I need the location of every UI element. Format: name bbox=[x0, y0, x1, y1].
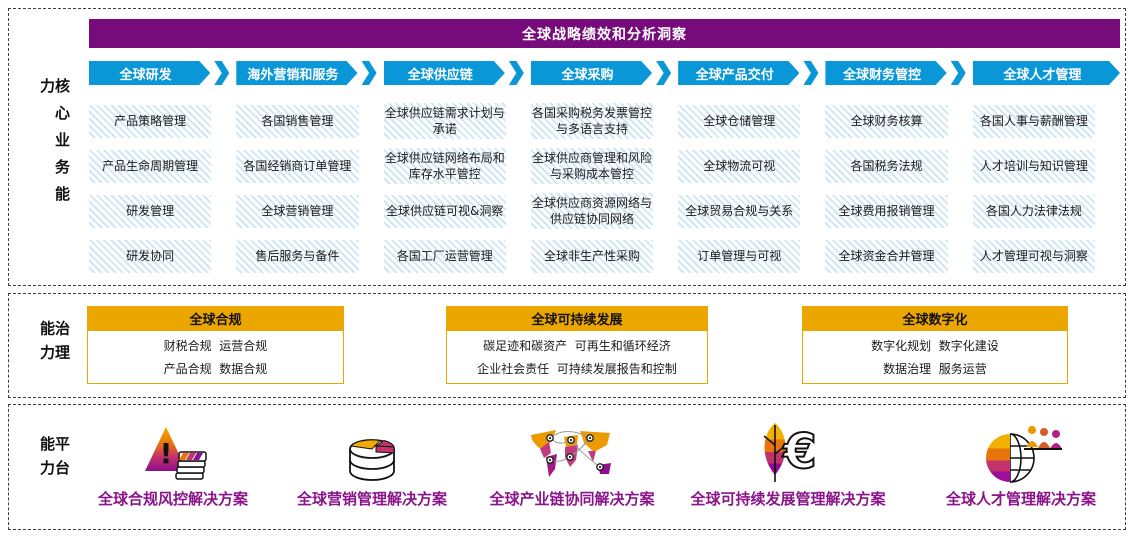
capability-cell: 全球供应商资源网络与供应链协同网络 bbox=[530, 192, 654, 230]
arrow-banner: 全球产品交付 bbox=[678, 61, 799, 85]
capability-cell: 全球资金合并管理 bbox=[825, 239, 948, 273]
governance-section: 治理能力 全球合规 财税合规 运营合规 产品合规 数据合规 全球可持续发展 碳足… bbox=[8, 293, 1126, 398]
solution-label: 全球营销管理解决方案 bbox=[296, 490, 447, 508]
governance-box-compliance: 全球合规 财税合规 运营合规 产品合规 数据合规 bbox=[87, 306, 344, 384]
capability-cell: 全球营销管理 bbox=[236, 194, 359, 228]
solution-item: € 全球可持续发展管理解决方案 bbox=[673, 417, 903, 509]
capability-cell: 售后服务与备件 bbox=[236, 239, 359, 273]
capability-cell: 全球财务核算 bbox=[825, 104, 948, 138]
arrow-banner: 全球人才管理 bbox=[973, 61, 1120, 85]
core-section-label: 核心业务能力 bbox=[38, 78, 71, 213]
governance-box-title: 全球可持续发展 bbox=[446, 306, 708, 331]
capability-cell: 全球供应链需求计划与承诺 bbox=[383, 102, 506, 140]
capability-cell: 全球物流可视 bbox=[678, 149, 801, 183]
chevron-right-icon bbox=[361, 61, 377, 85]
governance-row: 产品合规 数据合规 bbox=[163, 362, 268, 376]
solution-item: 全球人才管理解决方案 bbox=[906, 417, 1134, 509]
column-header: 全球供应链 bbox=[384, 61, 531, 85]
arrow-banner: 全球财务管控 bbox=[825, 61, 946, 85]
capability-cell: 各国税务法规 bbox=[825, 149, 948, 183]
governance-box-title: 全球合规 bbox=[87, 306, 344, 331]
core-capabilities-section: 核心业务能力 全球战略绩效和分析洞察 全球研发 海外营销和服务 全球供应链 全球… bbox=[8, 8, 1126, 286]
governance-row: 财税合规 运营合规 bbox=[163, 339, 268, 353]
capability-cell: 各国采购税务发票管控与多语言支持 bbox=[530, 102, 654, 140]
column-header: 全球产品交付 bbox=[678, 61, 825, 85]
chevron-right-icon bbox=[803, 61, 819, 85]
capability-cell: 全球供应商管理和风险与采购成本管控 bbox=[530, 147, 654, 185]
arrow-banner: 全球采购 bbox=[531, 61, 652, 85]
risk-pyramid-cash-icon: ! bbox=[58, 417, 288, 485]
chevron-right-icon bbox=[214, 61, 230, 85]
arrow-banner: 全球供应链 bbox=[384, 61, 505, 85]
solution-label: 全球人才管理解决方案 bbox=[945, 490, 1096, 508]
solution-item: 全球产业链协同解决方案 bbox=[457, 417, 687, 509]
solution-item: 全球营销管理解决方案 bbox=[257, 417, 487, 509]
column-header: 海外营销和服务 bbox=[236, 61, 383, 85]
svg-text:!: ! bbox=[160, 437, 173, 470]
capability-cell: 研发协同 bbox=[89, 239, 212, 273]
governance-row: 数据治理 服务运营 bbox=[883, 362, 987, 376]
leaf-euro-icon: € bbox=[673, 417, 903, 485]
platform-section: 平台能力 ! bbox=[8, 404, 1126, 530]
governance-row: 企业社会责任 可持续发展报告和控制 bbox=[477, 362, 677, 376]
governance-row: 数字化规划 数字化建设 bbox=[871, 339, 999, 353]
governance-box-digitalization: 全球数字化 数字化规划 数字化建设 数据治理 服务运营 bbox=[802, 306, 1068, 384]
svg-text:€: € bbox=[782, 424, 816, 480]
chevron-right-icon bbox=[950, 61, 966, 85]
chevron-right-icon bbox=[508, 61, 524, 85]
governance-box-sustainability: 全球可持续发展 碳足迹和碳资产 可再生和循环经济 企业社会责任 可持续发展报告和… bbox=[446, 306, 708, 384]
capability-cell: 全球贸易合规与关系 bbox=[678, 194, 801, 228]
column-header: 全球人才管理 bbox=[973, 61, 1120, 85]
chevron-right-icon bbox=[656, 61, 672, 85]
capability-cell: 人才管理可视与洞察 bbox=[972, 239, 1095, 273]
platform-section-label: 平台能力 bbox=[38, 436, 71, 484]
solution-label: 全球产业链协同解决方案 bbox=[489, 490, 655, 508]
pie-database-icon bbox=[257, 417, 487, 485]
strategy-banner: 全球战略绩效和分析洞察 bbox=[89, 19, 1120, 48]
governance-row: 碳足迹和碳资产 可再生和循环经济 bbox=[483, 339, 671, 353]
governance-box-title: 全球数字化 bbox=[802, 306, 1068, 331]
column-header: 全球研发 bbox=[89, 61, 236, 85]
world-map-network-icon bbox=[457, 417, 687, 485]
capability-grid: 产品策略管理 各国销售管理 全球供应链需求计划与承诺 各国采购税务发票管控与多语… bbox=[89, 100, 1120, 277]
capability-cell: 全球供应链可视&洞察 bbox=[383, 194, 506, 228]
column-header: 全球财务管控 bbox=[825, 61, 972, 85]
solution-label: 全球可持续发展管理解决方案 bbox=[690, 490, 886, 508]
capability-cell: 订单管理与可视 bbox=[678, 239, 801, 273]
capability-cell: 各国人事与薪酬管理 bbox=[972, 104, 1095, 138]
core-content: 全球战略绩效和分析洞察 全球研发 海外营销和服务 全球供应链 全球采购 全球产品… bbox=[89, 9, 1120, 277]
capability-cell: 全球仓储管理 bbox=[678, 104, 801, 138]
arrow-banner: 全球研发 bbox=[89, 61, 210, 85]
capability-cell: 各国销售管理 bbox=[236, 104, 359, 138]
capability-cell: 产品生命周期管理 bbox=[89, 149, 212, 183]
globe-people-icon bbox=[906, 417, 1134, 485]
capability-cell: 各国经销商订单管理 bbox=[236, 149, 359, 183]
capability-cell: 全球费用报销管理 bbox=[825, 194, 948, 228]
capability-cell: 研发管理 bbox=[89, 194, 212, 228]
capability-cell: 产品策略管理 bbox=[89, 104, 212, 138]
capability-cell: 全球供应链网络布局和库存水平管控 bbox=[383, 147, 506, 185]
capability-cell: 各国人力法律法规 bbox=[972, 194, 1095, 228]
column-header-arrows: 全球研发 海外营销和服务 全球供应链 全球采购 全球产品交付 全球财务管控 bbox=[89, 61, 1120, 85]
capability-cell: 全球非生产性采购 bbox=[530, 239, 654, 273]
solution-item: ! 全球合规风控解决方案 bbox=[58, 417, 288, 509]
governance-section-label: 治理能力 bbox=[38, 319, 71, 368]
capability-cell: 各国工厂运营管理 bbox=[383, 239, 506, 273]
solution-label: 全球合规风控解决方案 bbox=[97, 490, 248, 508]
capability-cell: 人才培训与知识管理 bbox=[972, 149, 1095, 183]
arrow-banner: 海外营销和服务 bbox=[236, 61, 357, 85]
column-header: 全球采购 bbox=[531, 61, 678, 85]
